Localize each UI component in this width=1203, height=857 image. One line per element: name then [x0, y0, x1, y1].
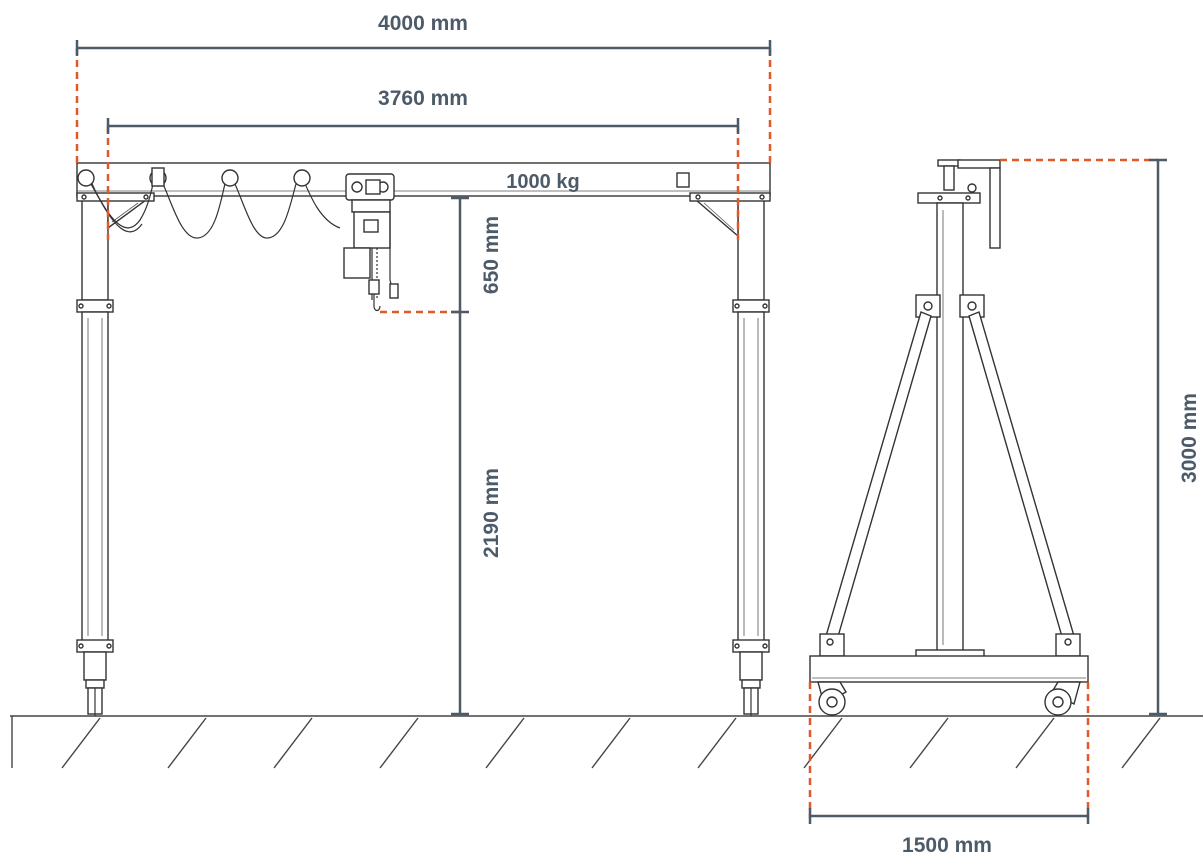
- hatch-line: [1015, 717, 1055, 769]
- dimension-lines: [75, 40, 1167, 824]
- ground-hatching: [61, 717, 1161, 769]
- hatch-line: [61, 717, 101, 769]
- extension-lines: [75, 48, 1158, 818]
- ground: [10, 715, 1203, 769]
- hatch-line: [485, 717, 525, 769]
- label-hoist-height: 650 mm: [480, 216, 503, 294]
- hatch-line: [697, 717, 737, 769]
- electric-hoist: [343, 173, 399, 312]
- corner-braces: [107, 199, 739, 238]
- right-leg: [732, 195, 770, 716]
- label-width-outer: 4000 mm: [378, 12, 468, 35]
- side-end-stop: [989, 167, 1001, 249]
- top-beam: [76, 162, 771, 202]
- gantry-front-view: [76, 162, 771, 716]
- label-base-width: 1500 mm: [902, 834, 992, 857]
- hatch-line: [167, 717, 207, 769]
- festoon-cable: [77, 167, 341, 239]
- hatch-line: [379, 717, 419, 769]
- left-leg: [76, 195, 114, 716]
- hatch-line: [909, 717, 949, 769]
- side-struts: [819, 294, 1081, 657]
- label-total-height: 3000 mm: [1178, 393, 1201, 483]
- side-castor-left: [817, 681, 847, 716]
- side-base-frame: [809, 649, 1089, 683]
- hatch-line: [1121, 717, 1161, 769]
- label-clear-height: 2190 mm: [480, 468, 503, 558]
- label-width-inner: 3760 mm: [378, 87, 468, 110]
- label-capacity: 1000 kg: [506, 171, 579, 193]
- hoist-motor: [343, 247, 371, 279]
- end-stop: [676, 172, 690, 188]
- hatch-line: [273, 717, 313, 769]
- gantry-side-view: [809, 159, 1089, 716]
- side-column: [936, 202, 964, 654]
- hatch-line: [591, 717, 631, 769]
- side-castor-right: [1044, 681, 1081, 716]
